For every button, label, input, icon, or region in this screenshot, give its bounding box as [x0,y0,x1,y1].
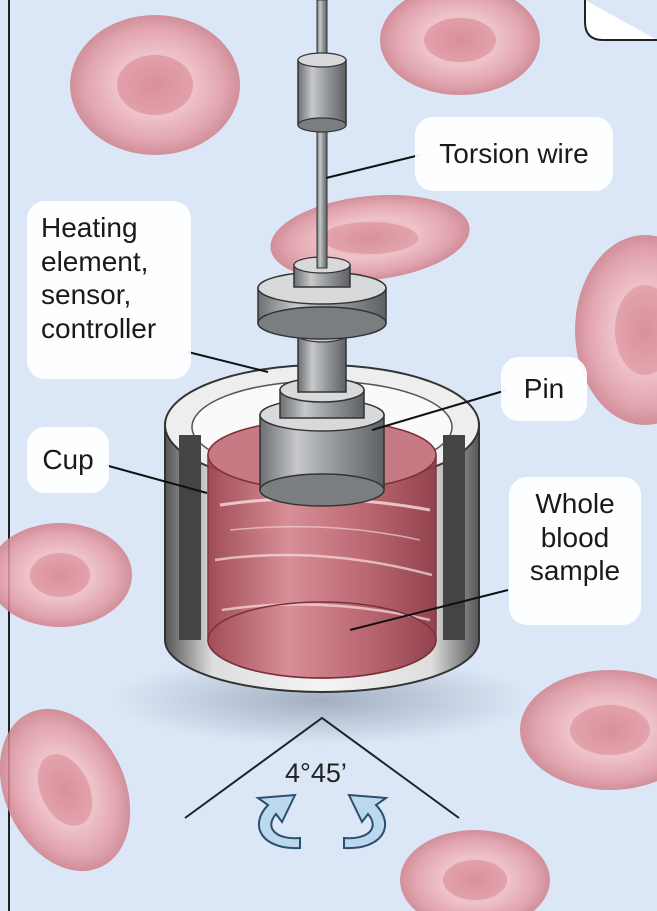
whole-blood-line: Whole [523,487,627,521]
red-blood-cell [70,15,240,155]
angle-label: 4°45’ [285,758,347,789]
torsion-wire-label: Torsion wire [415,117,613,191]
heating-line: controller [41,312,177,346]
heating-line: Heating [41,211,177,245]
whole-blood-line: blood [523,521,627,555]
heating-line: element, [41,245,177,279]
whole-blood-line: sample [523,554,627,588]
pin-label: Pin [501,357,587,421]
whole-blood-sample-label: Whole blood sample [509,477,641,625]
heating-line: sensor, [41,278,177,312]
cup-label: Cup [27,427,109,493]
heating-element-label: Heating element, sensor, controller [27,201,191,379]
